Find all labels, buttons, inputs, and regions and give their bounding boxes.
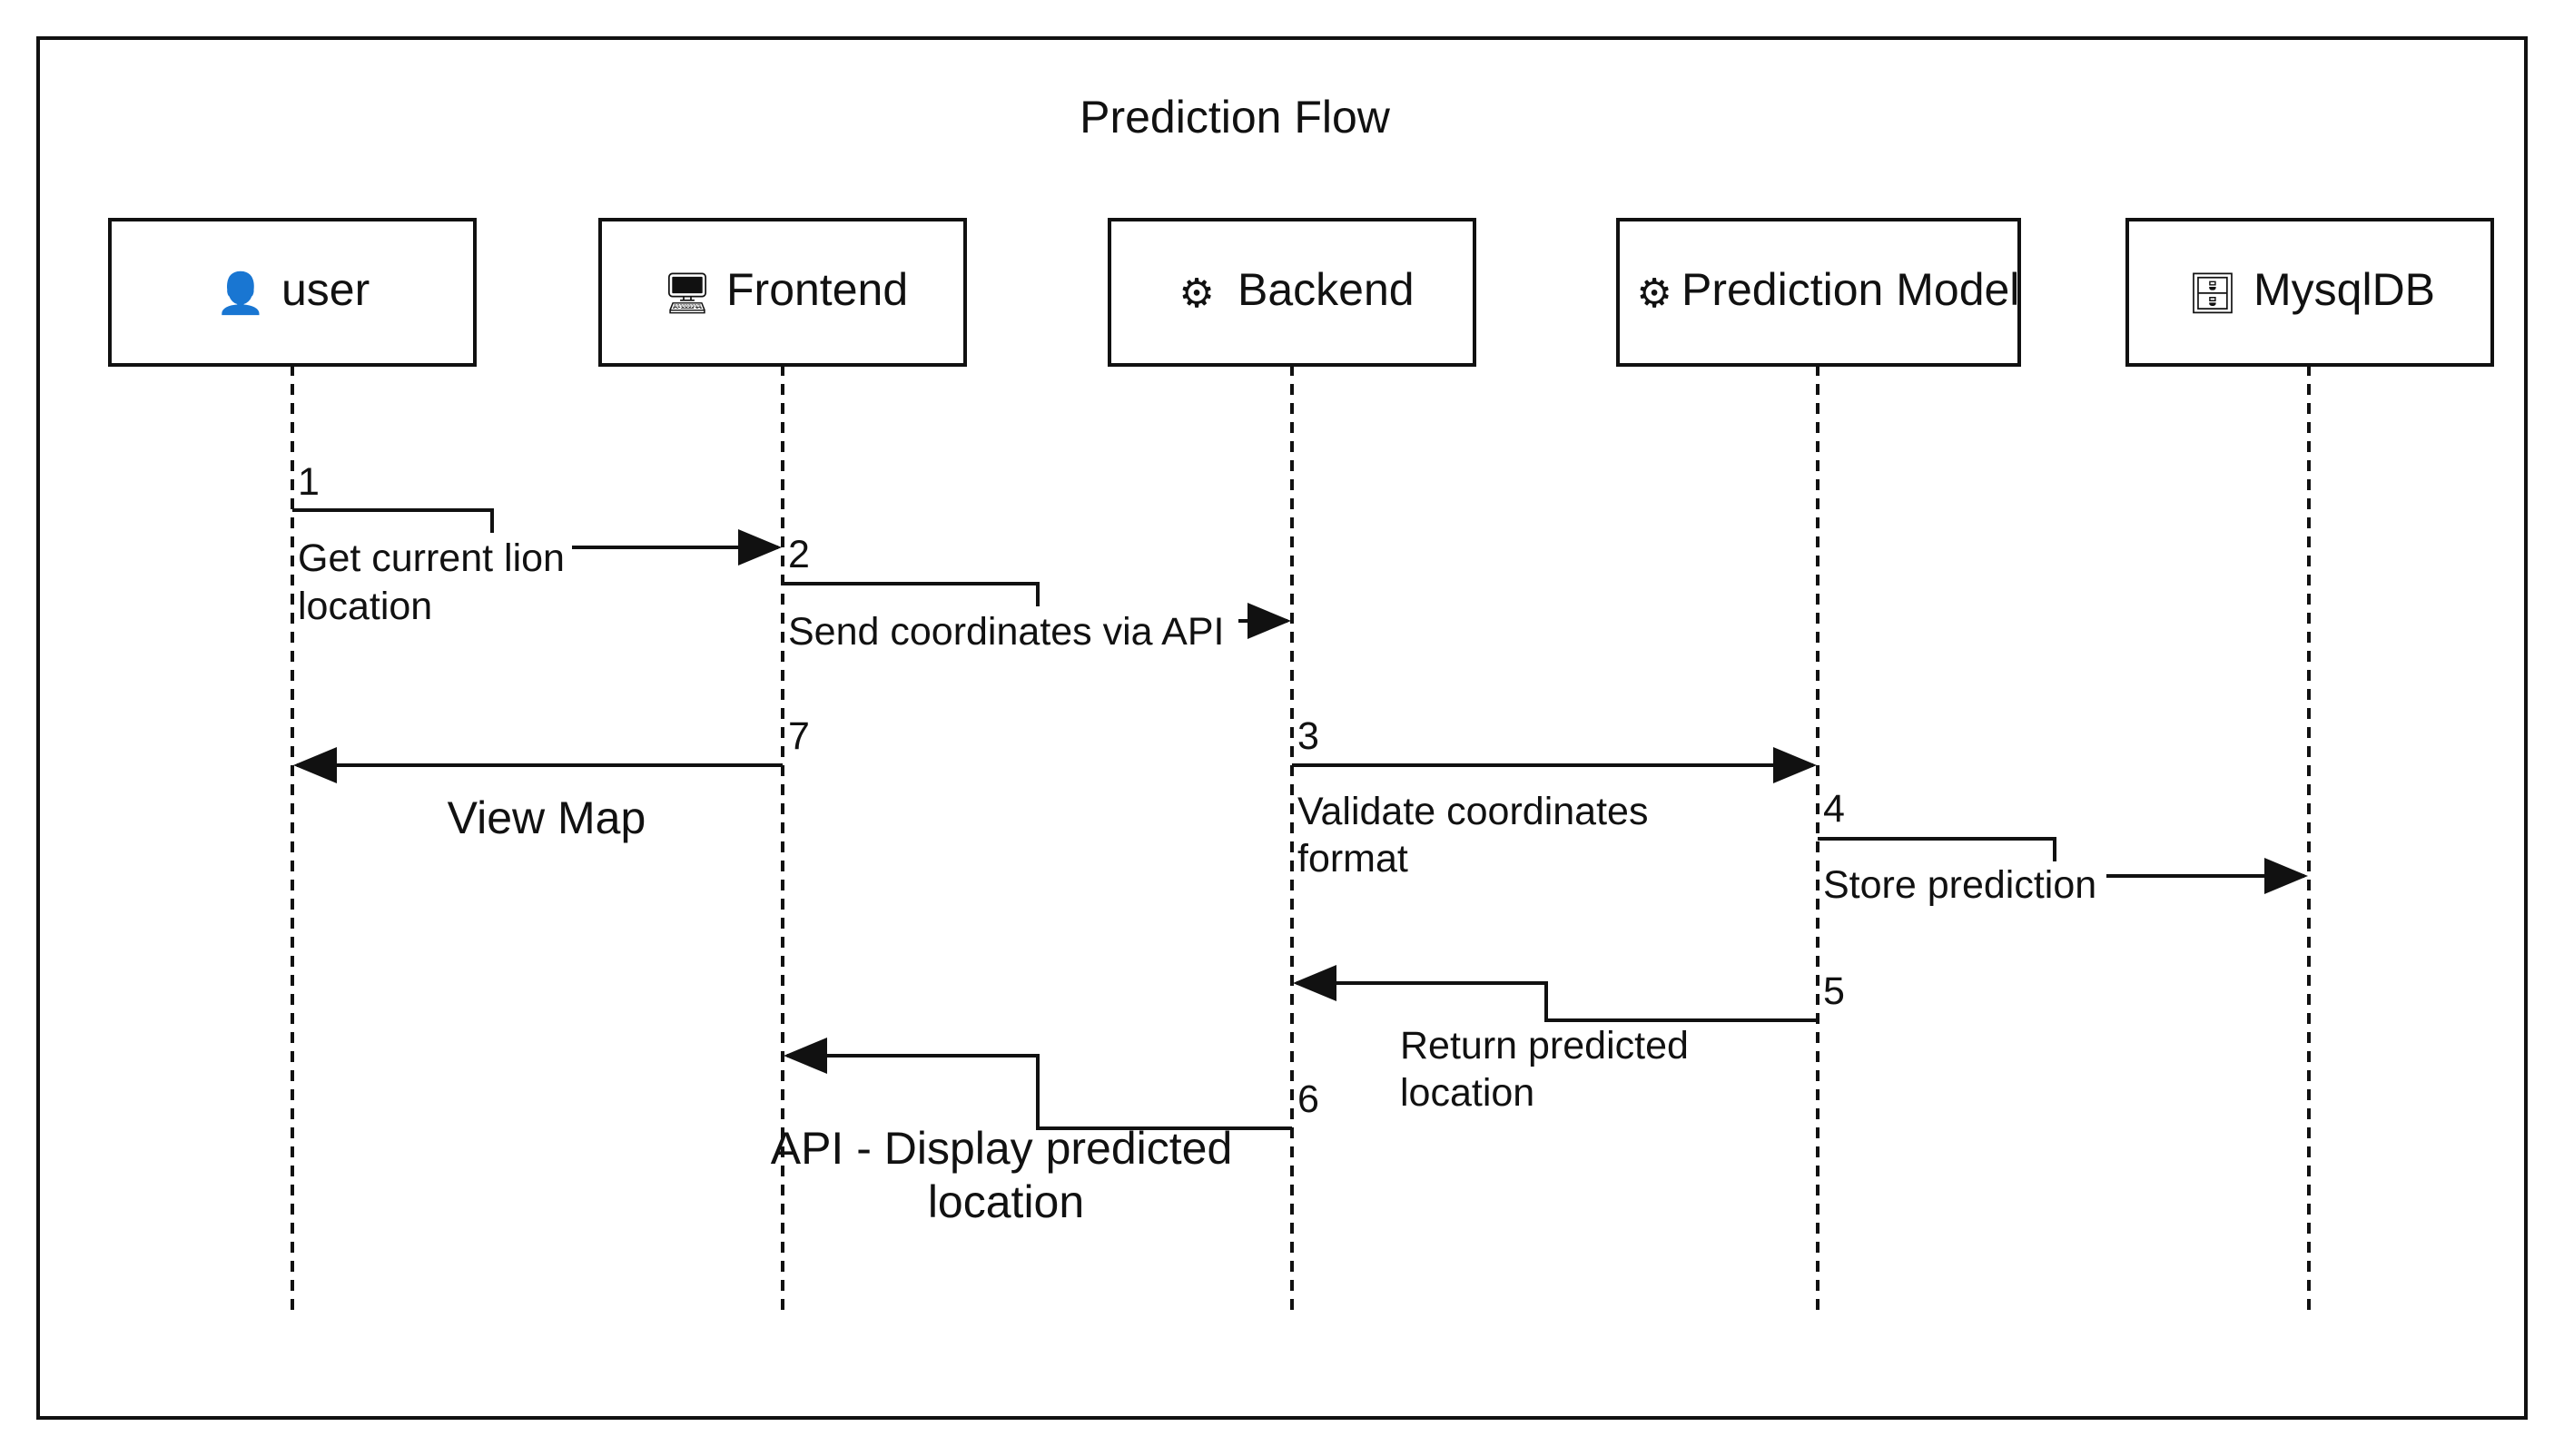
participant-label: Frontend	[726, 264, 908, 315]
message-4: 4 Store prediction	[1818, 787, 2304, 907]
step-number: 3	[1297, 714, 1319, 758]
participant-label: Backend	[1238, 264, 1415, 315]
message-label-line: Return predicted	[1400, 1024, 1689, 1067]
message-label-line: Store prediction	[1823, 863, 2096, 907]
participant-box	[1616, 218, 2021, 367]
user-icon: 👤	[216, 271, 266, 317]
gear-icon: ⚙	[1636, 271, 1672, 317]
step-number: 1	[298, 460, 320, 504]
participant-label: user	[281, 264, 370, 315]
step-number: 7	[788, 714, 810, 758]
message-label-line: View Map	[448, 792, 646, 843]
monitor-icon: 🖥	[662, 271, 713, 317]
step-number: 4	[1823, 787, 1845, 831]
participant-label: MysqlDB	[2253, 264, 2435, 315]
message-arrow	[784, 1038, 1292, 1130]
participant-mysqldb: 🗄 MysqlDB	[2125, 218, 2494, 1311]
message-arrow	[1293, 965, 1818, 1022]
participant-label: Prediction Model	[1681, 264, 2019, 315]
message-label-line: location	[298, 585, 432, 628]
message-label-line: location	[1400, 1071, 1534, 1115]
participant-box	[598, 218, 967, 367]
step-number: 5	[1823, 969, 1845, 1013]
participant-box	[2125, 218, 2494, 367]
step-number: 6	[1297, 1077, 1319, 1121]
message-arrow	[292, 510, 778, 547]
message-arrow	[1818, 839, 2304, 876]
participant-frontend: 🖥 Frontend	[598, 218, 967, 1311]
participant-backend: ⚙ Backend	[1108, 218, 1476, 1311]
message-5: 5 Return predicted location	[1293, 965, 1845, 1115]
message-6: 6 API - Display predicted location	[771, 1038, 1319, 1227]
message-arrow	[783, 584, 1287, 621]
message-label-line: API - Display predicted	[771, 1123, 1233, 1174]
diagram-title: Prediction Flow	[1080, 92, 1391, 143]
message-label-line: format	[1297, 837, 1408, 880]
message-1: 1 Get current lion location	[292, 460, 778, 628]
gear-icon: ⚙	[1178, 271, 1214, 317]
message-label-line: Send coordinates via API	[788, 610, 1224, 654]
message-label-line: Validate coordinates	[1297, 790, 1648, 833]
file-cabinet-icon: 🗄	[2187, 271, 2238, 317]
participant-prediction-model: ⚙ Prediction Model	[1616, 218, 2021, 1311]
message-7: 7 View Map	[293, 714, 810, 843]
step-number: 2	[788, 533, 810, 576]
message-label-line: location	[928, 1176, 1084, 1227]
message-label-line: Get current lion	[298, 536, 565, 580]
message-2: 2 Send coordinates via API	[783, 533, 1287, 654]
message-3: 3 Validate coordinates format	[1292, 714, 1817, 880]
participant-box	[108, 218, 477, 367]
participant-user: 👤 user	[108, 218, 477, 1311]
